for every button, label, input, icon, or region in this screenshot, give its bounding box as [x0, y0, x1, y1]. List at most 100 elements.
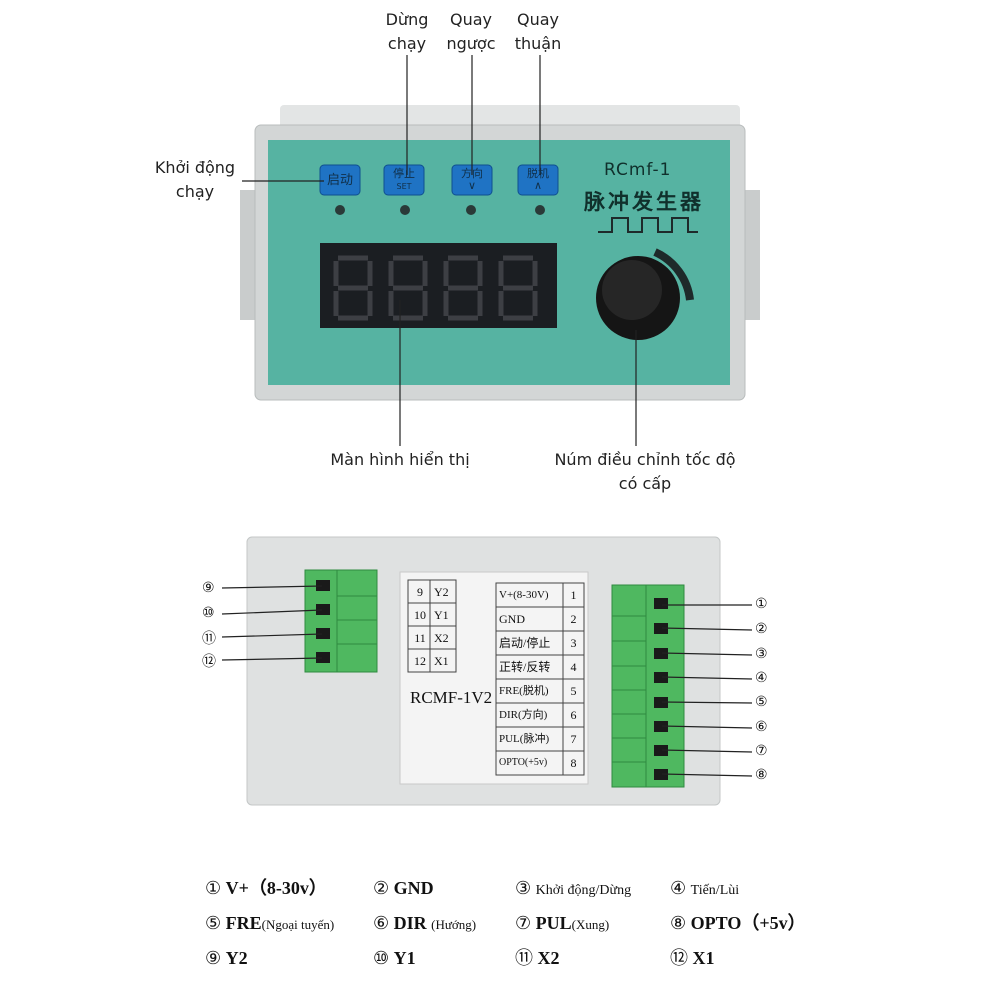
right-table-num: 7 [570, 732, 577, 746]
callout-stop-line1: Dừng [385, 10, 429, 29]
legend-text: X2 [537, 948, 560, 968]
pin-callout-10: ⑩ [202, 606, 215, 621]
legend-item: ③ Khởi động/Dừng [515, 876, 631, 903]
legend-num: ⑦ [515, 913, 532, 933]
legend-text: X1 [692, 948, 715, 968]
left-terminal-screws [316, 580, 330, 663]
left-table-num: 10 [414, 608, 426, 622]
callout-forward-line2: thuận [514, 34, 562, 53]
right-table-label: PUL(脉冲) [499, 733, 550, 745]
legend-item: ⑧ OPTO（+5v） [670, 911, 806, 935]
legend-text: Y1 [393, 948, 416, 968]
legend-num: ⑩ [373, 948, 390, 968]
left-table-label: X1 [434, 654, 449, 668]
callout-knob-line2: có cấp [618, 474, 672, 493]
right-table-label: GND [499, 612, 525, 626]
legend-item: ④ Tiến/Lùi [670, 876, 739, 903]
side-clip-left [240, 190, 258, 320]
legend-item: ⑦ PUL(Xung) [515, 911, 609, 937]
right-pin-table [495, 582, 585, 776]
left-table-label: Y2 [434, 585, 449, 599]
legend-item: ⑪ X2 [515, 946, 560, 970]
right-terminal-block [611, 584, 685, 788]
callout-start-line1: Khởi động [154, 158, 236, 177]
pin-callout-6: ⑥ [755, 720, 768, 735]
callout-forward-line1: Quay [516, 10, 559, 29]
legend-text: OPTO（+5v） [690, 913, 806, 933]
knob-scale-arc [653, 248, 694, 301]
callout-forward: Quay thuận [503, 8, 573, 56]
right-table-num: 2 [570, 612, 577, 626]
callout-reverse-line1: Quay [449, 10, 492, 29]
display-digits [333, 255, 538, 321]
product-name-label: 脉冲发生器 [584, 190, 704, 214]
direction-button-label: 方向 [461, 167, 483, 180]
left-terminal-block [304, 569, 378, 673]
pin-callout-7: ⑦ [755, 744, 768, 759]
front-callout-lines [242, 55, 637, 446]
pulse-wave-icon [598, 217, 698, 233]
legend-text: PUL [535, 913, 572, 933]
brand-label: RCmf-1 [604, 160, 672, 180]
right-table-label: 启动/停止 [499, 636, 551, 650]
right-table-label: V+(8-30V) [499, 589, 549, 601]
offline-button[interactable] [517, 164, 559, 196]
direction-button-sublabel: ∨ [467, 179, 477, 192]
legend-note: Tiến/Lùi [690, 883, 740, 898]
legend-num: ⑧ [670, 913, 687, 933]
legend-item: ⑨ Y2 [205, 946, 248, 970]
legend-item: ⑩ Y1 [373, 946, 416, 970]
callout-display: Màn hình hiển thị [330, 450, 470, 469]
legend-item: ② GND [373, 876, 434, 900]
pin-callout-4: ④ [755, 671, 768, 686]
legend-text: GND [393, 878, 434, 898]
start-button[interactable] [319, 164, 361, 196]
model-label: RCMF-1V2 [410, 688, 493, 707]
callout-reverse-line2: ngược [446, 34, 496, 53]
callout-knob-line1: Núm điều chỉnh tốc độ [554, 450, 736, 469]
legend-text: DIR [393, 913, 427, 933]
left-table-num: 9 [417, 585, 423, 599]
callout-stop: Dừng chạy [372, 8, 442, 56]
legend-text: FRE [225, 913, 262, 933]
left-table-num: 11 [414, 631, 426, 645]
stop-led [400, 205, 410, 215]
callout-stop-line2: chạy [387, 34, 427, 53]
legend-item: ⑫ X1 [670, 946, 715, 970]
legend-num: ② [373, 878, 390, 898]
legend-note: (Hướng) [431, 917, 477, 932]
legend-item: ⑥ DIR (Hướng) [373, 911, 476, 937]
pin-callout-1: ① [755, 597, 768, 612]
legend-note: Khởi động/Dừng [535, 883, 632, 898]
right-table-num: 4 [570, 660, 577, 674]
legend-num: ⑫ [670, 948, 688, 968]
right-table-num: 6 [570, 708, 577, 722]
right-table-label: 正转/反转 [499, 660, 551, 674]
back-callout-lines [221, 585, 753, 777]
pin-callout-2: ② [755, 622, 768, 637]
legend-num: ⑨ [205, 948, 222, 968]
legend-num: ⑪ [515, 948, 533, 968]
left-table-label: Y1 [434, 608, 449, 622]
stop-button-sublabel: SET [396, 182, 412, 191]
legend-text: V+（8-30v） [225, 878, 327, 898]
pin-callout-11: ⑪ [202, 632, 216, 647]
legend-num: ⑤ [205, 913, 222, 933]
right-table-num: 8 [570, 756, 577, 770]
stop-button[interactable] [383, 164, 425, 196]
left-table-num: 12 [414, 654, 426, 668]
legend-note: (Ngoại tuyến) [261, 917, 335, 932]
pin-callout-3: ③ [755, 647, 768, 662]
start-led [335, 205, 345, 215]
legend-item: ⑤ FRE(Ngoại tuyến) [205, 911, 334, 937]
right-table-num: 5 [570, 684, 577, 698]
pin-callout-5: ⑤ [755, 695, 768, 710]
callout-knob: Núm điều chỉnh tốc độ có cấp [540, 448, 750, 496]
left-pin-table [407, 579, 457, 673]
offline-button-sublabel: ∧ [533, 179, 543, 192]
callout-reverse: Quay ngược [436, 8, 506, 56]
right-table-label: OPTO(+5v) [499, 757, 548, 768]
direction-led [466, 205, 476, 215]
side-clip-right [742, 190, 760, 320]
